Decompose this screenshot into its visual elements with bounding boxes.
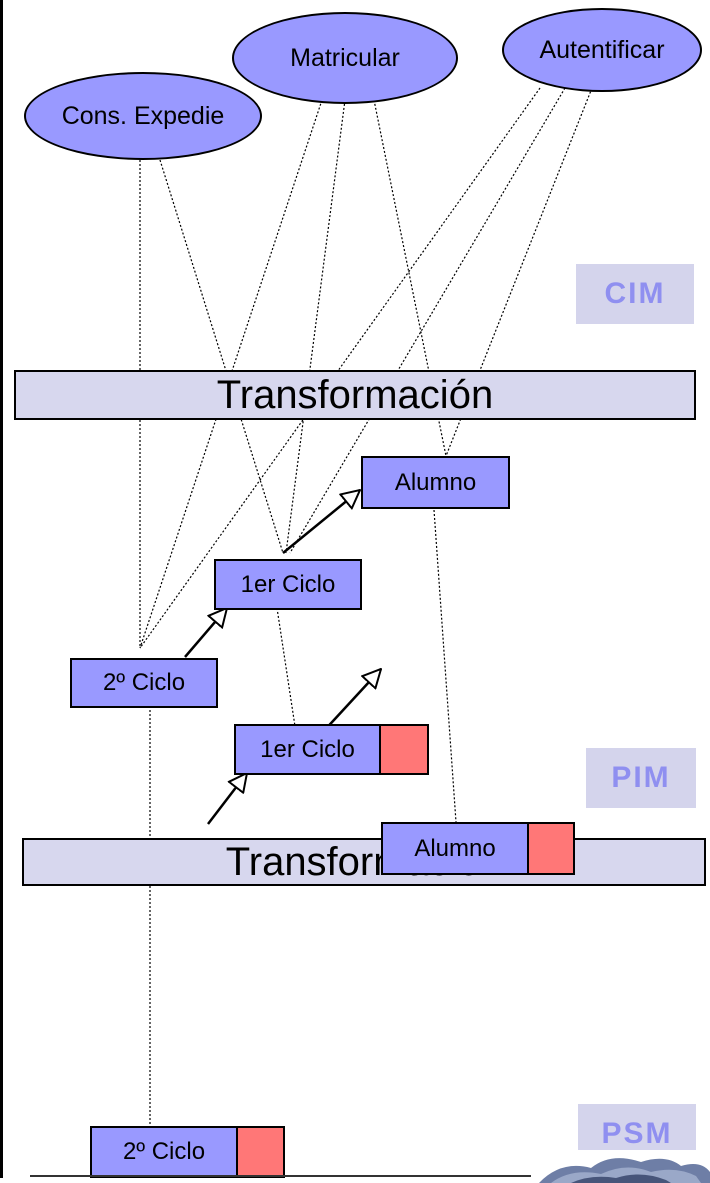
psm-class-1er-ciclo-name: 1er Ciclo <box>234 724 381 775</box>
psm-class-alumno: Alumno <box>381 822 575 875</box>
trace-line <box>285 99 346 554</box>
generalization-arrow <box>184 608 227 658</box>
psm-class-2o-ciclo-name: 2º Ciclo <box>90 1126 238 1178</box>
generalization-arrow <box>282 490 360 554</box>
use-case-label: Autentificar <box>539 35 665 64</box>
trace-line <box>373 99 447 457</box>
pim-class-1er-ciclo: 1er Ciclo <box>214 559 362 610</box>
psm-class-2o-ciclo: 2º Ciclo <box>90 1126 285 1178</box>
use-case-label: Matricular <box>290 43 400 72</box>
use-case-autentificar: Autentificar <box>502 8 702 92</box>
use-case-cons-expediente: Cons. Expedie <box>24 72 262 160</box>
transformation-band-pim-psm: Transformación <box>22 838 706 886</box>
psm-platform-marker <box>529 822 575 875</box>
use-case-matricular: Matricular <box>232 12 458 104</box>
left-border-line <box>0 0 3 1178</box>
use-case-label: Cons. Expedie <box>61 101 225 130</box>
trace-line <box>433 509 457 823</box>
trace-line <box>139 87 541 649</box>
level-label-pim: PIM <box>586 748 696 808</box>
pim-class-2o-ciclo: 2º Ciclo <box>70 658 218 708</box>
psm-class-1er-ciclo: 1er Ciclo <box>234 724 429 775</box>
level-label-cim: CIM <box>576 264 694 324</box>
transformation-band-cim-pim: Transformación <box>14 370 696 420</box>
trace-line <box>276 607 299 747</box>
pim-class-alumno: Alumno <box>361 456 510 509</box>
corner-logo-image <box>531 1150 710 1183</box>
bottom-border-line <box>30 1175 710 1177</box>
psm-platform-marker <box>238 1126 285 1178</box>
psm-platform-marker <box>381 724 429 775</box>
psm-class-alumno-name: Alumno <box>381 822 529 875</box>
trace-lines <box>139 87 593 1125</box>
generalization-arrow <box>207 773 247 825</box>
trace-line <box>159 159 284 554</box>
